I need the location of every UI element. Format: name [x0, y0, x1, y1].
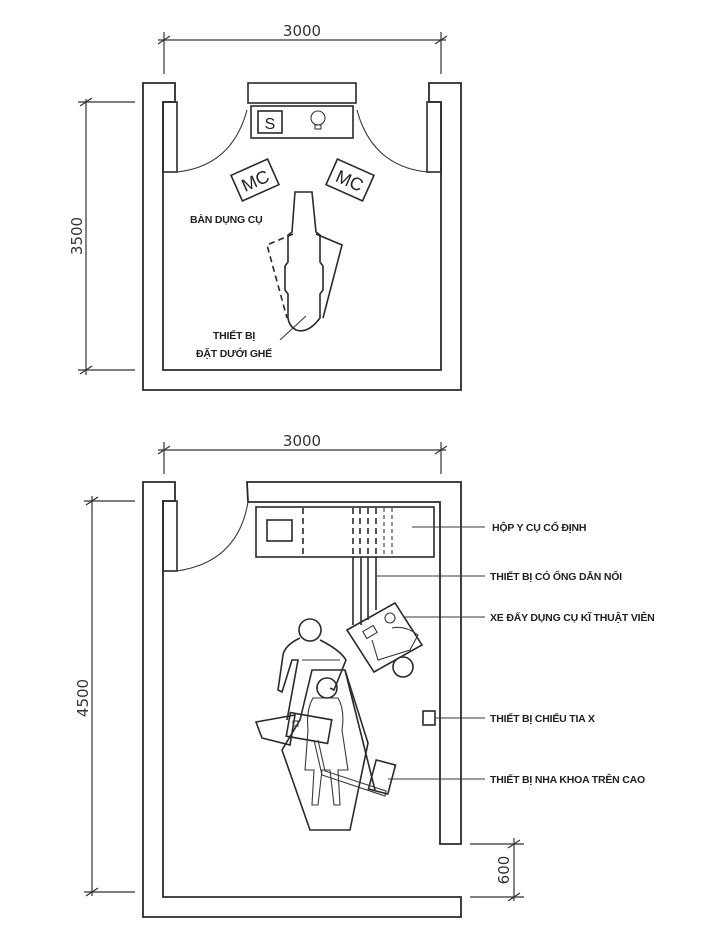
- plan-1-counter: [247, 82, 357, 104]
- plan-2-depth-label: 4500: [74, 679, 92, 717]
- plan-2-wall: [142, 481, 462, 918]
- plan-1-door-jamb-right: [426, 101, 442, 173]
- plan-1-cabinet-left: MC: [229, 158, 281, 202]
- plan-1-width-dimension: 3000: [157, 22, 448, 74]
- plan-1-dental-chair: [266, 191, 343, 341]
- plan-1: 3000 3500 S MC: [68, 22, 462, 391]
- plan-1-depth-dimension: 3500: [68, 97, 135, 375]
- callout-lines: [376, 526, 485, 780]
- plan-1-cabinet-right: MC: [324, 158, 376, 202]
- overhead-dental-unit: [313, 739, 397, 797]
- plan-1-door-swing-right: [356, 109, 428, 173]
- plan-1-width-label: 3000: [283, 22, 321, 40]
- plan-2-door-swing: [176, 501, 249, 572]
- plan-2: 3000 4500 600: [74, 432, 655, 918]
- technician-trolley: [345, 601, 424, 678]
- plan-1-wall: [142, 82, 462, 391]
- plan-2-wall-top-right: [246, 481, 462, 845]
- connecting-pipes: [352, 557, 377, 625]
- plan-2-width-dimension: 3000: [157, 432, 448, 474]
- instrument-table-label: BÀN DỤNG CỤ: [190, 213, 262, 226]
- under-chair-label-line1: THIẾT BỊ: [213, 329, 255, 342]
- plan-1-depth-label: 3500: [68, 217, 86, 255]
- plan-2-depth-dimension: 4500: [74, 496, 135, 897]
- xray-device: [422, 710, 436, 726]
- dentist-figure: [277, 618, 347, 721]
- overhead-tray: [254, 711, 333, 746]
- callout-connected-device: THIẾT BỊ CÓ ỐNG DẪN NỐI: [490, 569, 622, 583]
- patient-figure: [304, 677, 349, 806]
- callout-xray-device: THIẾT BỊ CHIẾU TIA X: [490, 712, 595, 725]
- plan-1-door-swing-left: [176, 109, 248, 173]
- plan-2-dental-chair: [281, 669, 376, 831]
- lamp-icon: [310, 110, 326, 130]
- plan-1-door-jamb-left: [162, 101, 178, 173]
- sink-icon: [257, 110, 283, 134]
- plan-2-gap-dimension: 600: [470, 838, 524, 902]
- plan-2-gap-label: 600: [495, 856, 513, 885]
- callout-fixed-instrument-box: HỘP Y CỤ CỐ ĐỊNH: [492, 520, 586, 534]
- sink-label: S: [265, 116, 276, 133]
- callout-overhead-dental-unit: THIẾT BỊ NHA KHOA TRÊN CAO: [490, 773, 645, 786]
- under-chair-label-line2: ĐẶT DƯỚI GHẾ: [196, 347, 272, 360]
- plan-1-counter-top: [250, 105, 354, 139]
- plan-2-width-label: 3000: [283, 432, 321, 450]
- fixed-instrument-box: [255, 506, 435, 558]
- callout-technician-trolley: XE ĐẨY DỤNG CỤ KĨ THUẬT VIÊN: [490, 611, 655, 624]
- plan-2-door-jamb: [162, 500, 178, 572]
